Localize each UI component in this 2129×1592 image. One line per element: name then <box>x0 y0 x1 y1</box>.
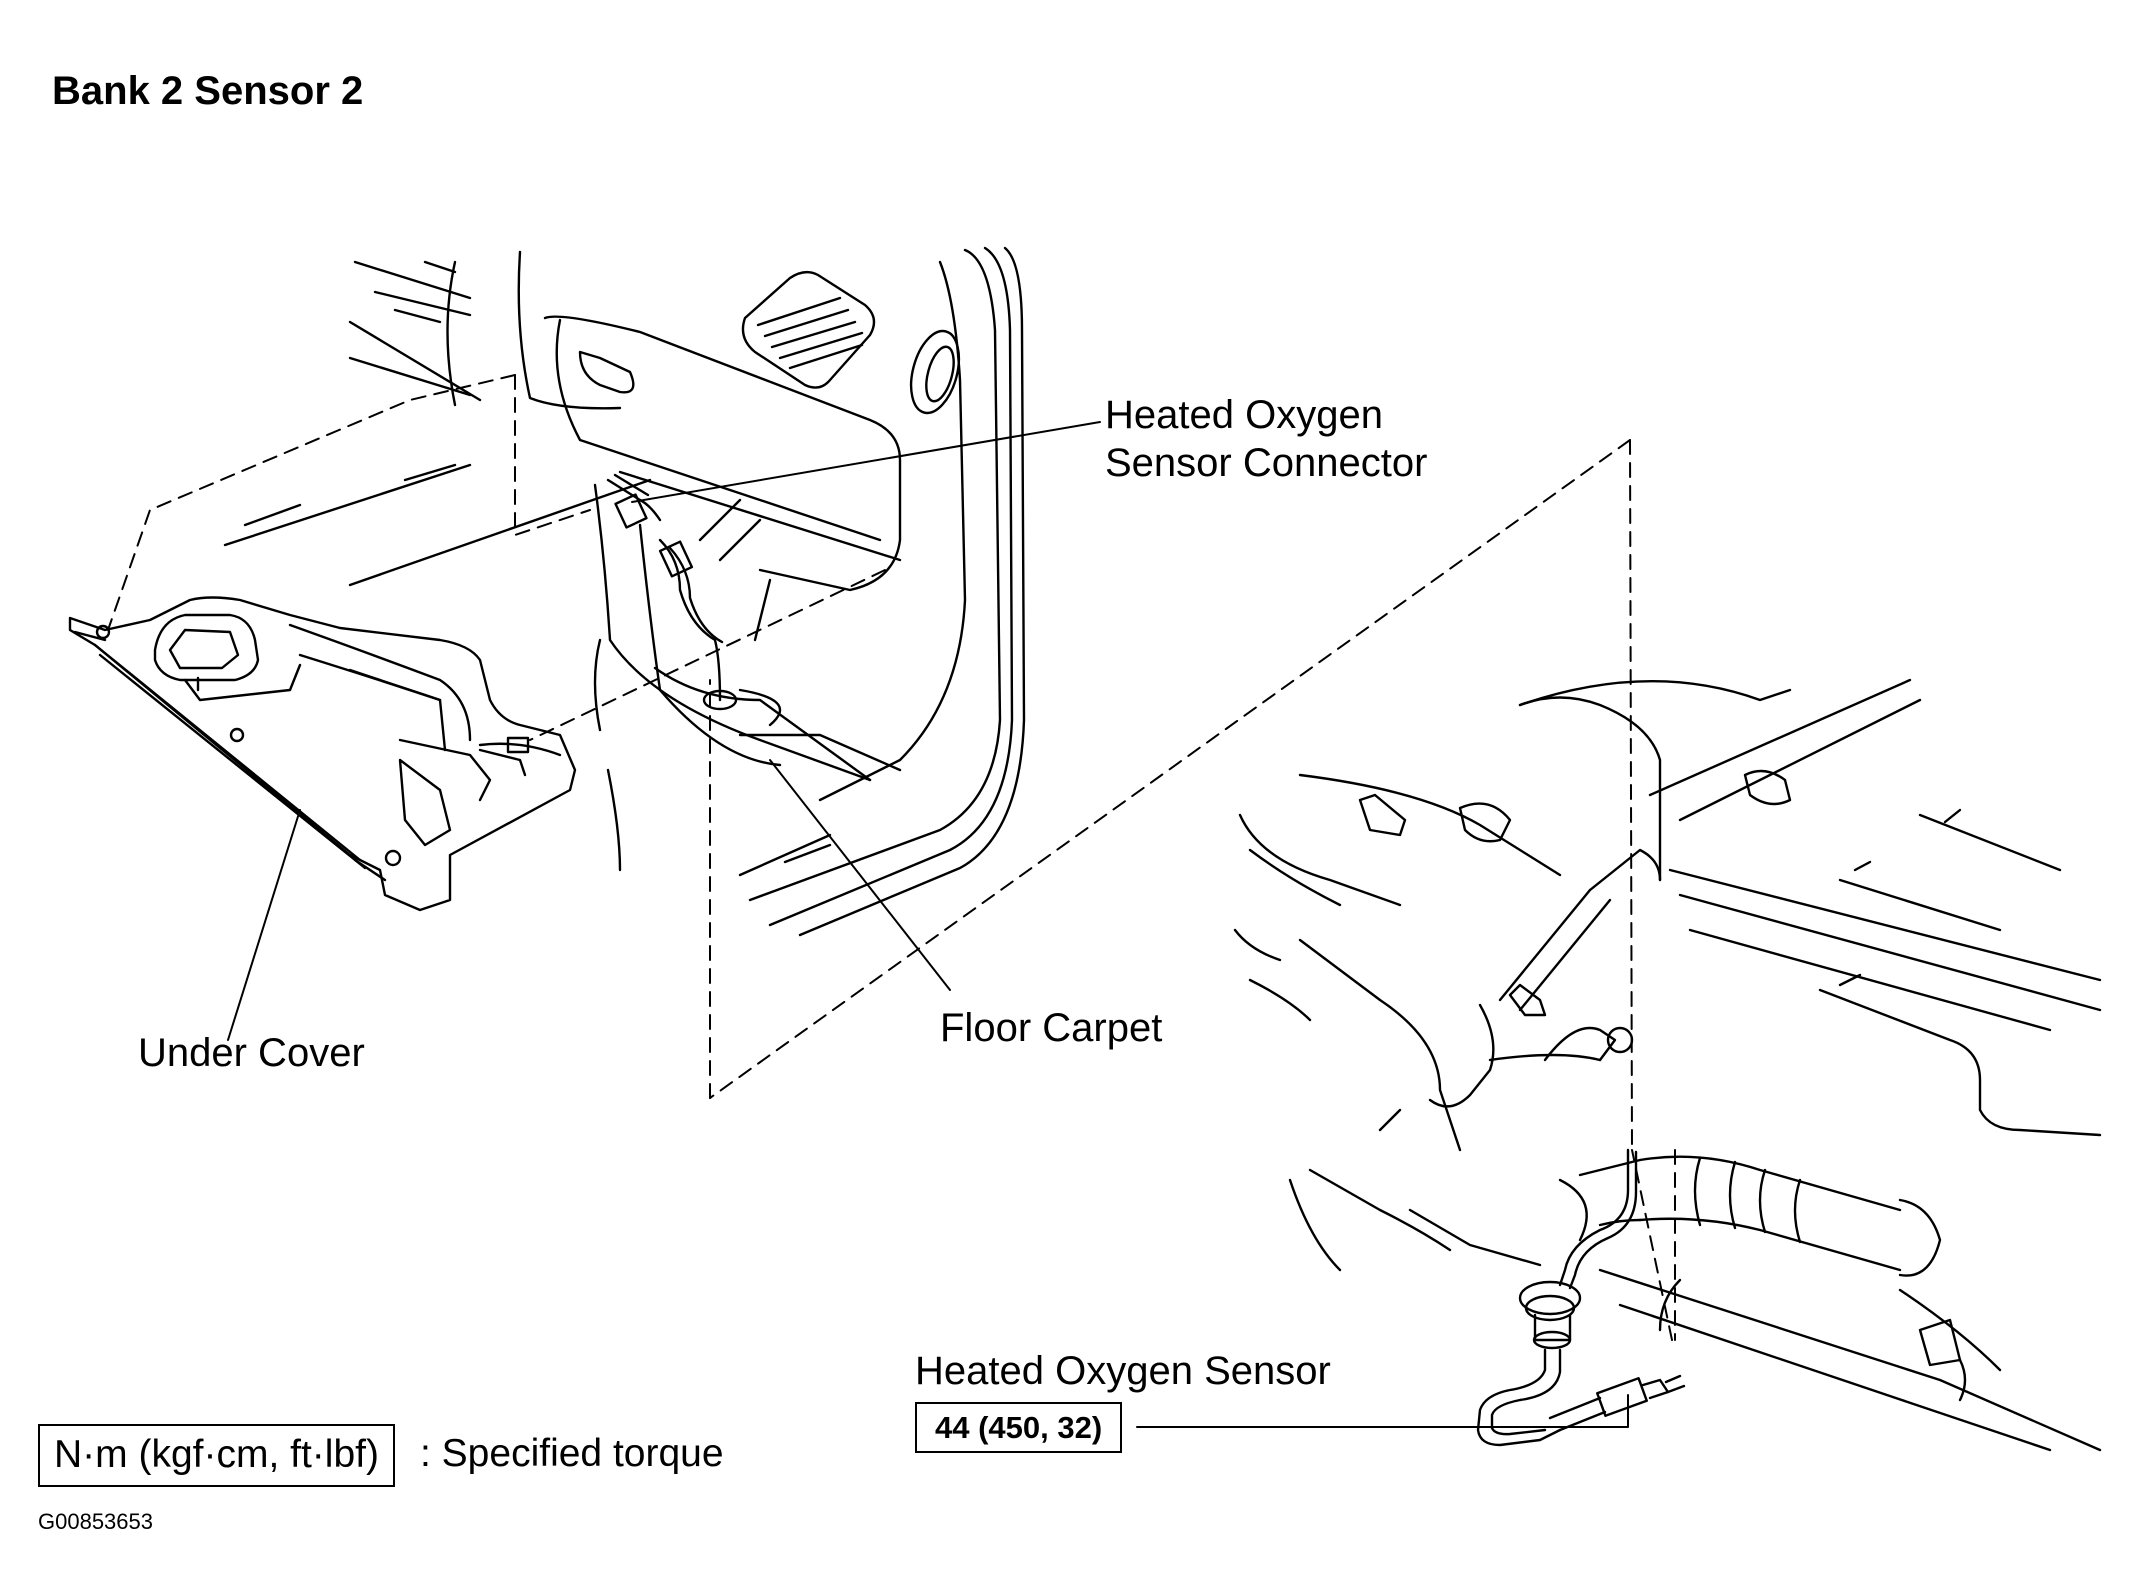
floor-carpet-label: Floor Carpet <box>940 1006 1163 1050</box>
legend-description: : Specified torque <box>420 1432 724 1475</box>
sensor-label: Heated Oxygen Sensor <box>915 1349 1331 1393</box>
under-cover-illustration <box>68 596 577 912</box>
leader-lines <box>227 421 1629 1428</box>
torque-value-box: 44 (450, 32) <box>915 1402 1123 1454</box>
connector-label-line2: Sensor Connector <box>1105 441 1428 485</box>
underbody-illustration <box>1233 678 2102 1452</box>
diagram-title: Bank 2 Sensor 2 <box>52 69 364 113</box>
connector-label-line1: Heated Oxygen <box>1105 393 1383 437</box>
under-cover-label: Under Cover <box>138 1031 365 1075</box>
dashboard-illustration <box>223 246 1026 937</box>
dashed-guides <box>107 374 1676 1341</box>
legend-units-box: N·m (kgf·cm, ft·lbf) <box>38 1424 395 1487</box>
figure-id: G00853653 <box>38 1509 153 1534</box>
